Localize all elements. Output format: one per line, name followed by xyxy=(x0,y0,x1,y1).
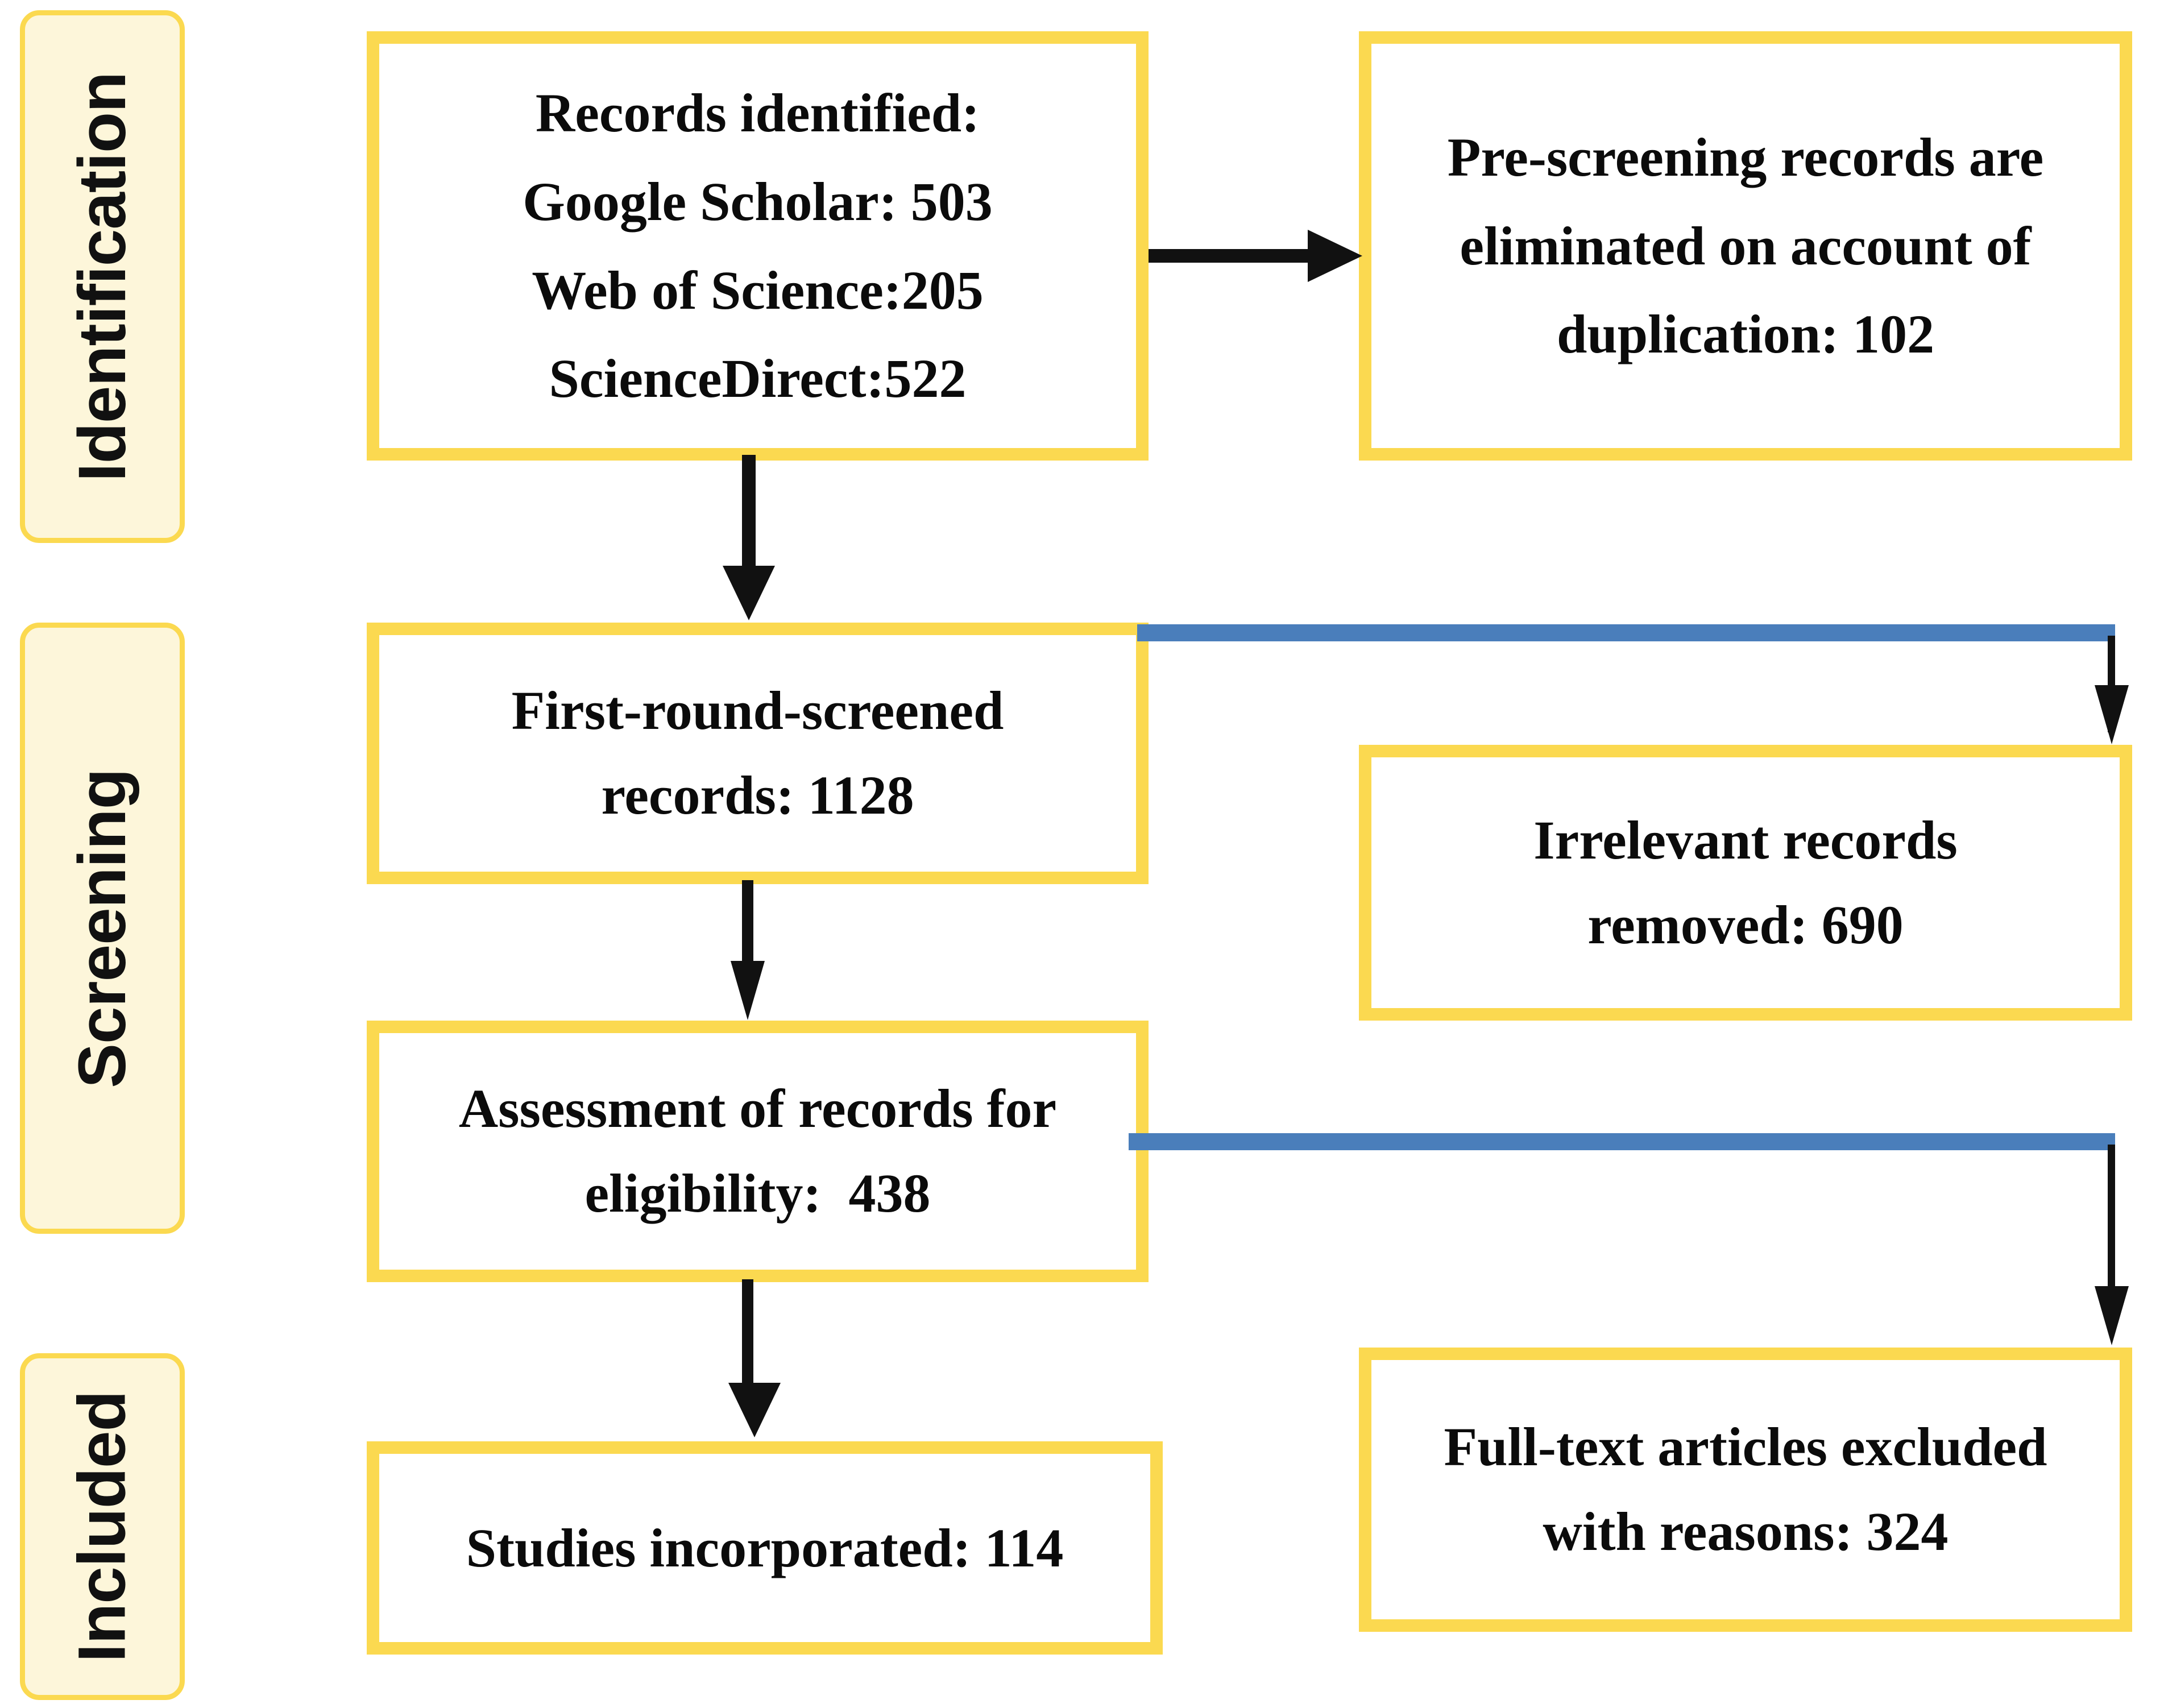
stage-identification: Identification xyxy=(20,10,185,543)
node-records-identified: Records identified: Google Scholar: 503 … xyxy=(367,31,1149,461)
connector-identified-to-screened-arrowhead xyxy=(723,566,775,620)
connector-screened-to-irrelevant-arrowhead xyxy=(2095,685,2129,744)
stage-screening-label: Screening xyxy=(65,768,140,1088)
connector-eligibility-to-fulltext-blue-segment xyxy=(1129,1133,2115,1150)
first-round-screened-line-2: records: 1128 xyxy=(601,765,914,826)
irrelevant-removed-line-2: removed: 690 xyxy=(1587,894,1904,955)
duplicates-removed-line-2: eliminated on account of xyxy=(1460,215,2032,276)
node-first-round-screened: First-round-screened records: 1128 xyxy=(367,623,1149,884)
stage-screening: Screening xyxy=(20,623,185,1234)
connector-screened-to-eligibility-line xyxy=(742,880,753,982)
node-studies-included: Studies incorporated: 114 xyxy=(367,1441,1163,1655)
connector-eligibility-to-included-arrowhead xyxy=(728,1383,781,1437)
stage-included-label: Included xyxy=(65,1391,140,1663)
fulltext-excluded-line-1: Full-text articles excluded xyxy=(1444,1416,2047,1478)
node-fulltext-excluded: Full-text articles excluded with reasons… xyxy=(1359,1348,2132,1632)
connector-eligibility-to-fulltext-arrowhead xyxy=(2095,1286,2129,1345)
connector-screened-to-eligibility-arrowhead xyxy=(731,961,765,1020)
connector-screened-to-irrelevant-blue-segment xyxy=(1137,624,2115,641)
node-duplicates-removed: Pre-screening records are eliminated on … xyxy=(1359,31,2132,461)
first-round-screened-line-1: First-round-screened xyxy=(511,680,1004,741)
irrelevant-removed-line-1: Irrelevant records xyxy=(1533,809,1958,870)
node-irrelevant-removed: Irrelevant records removed: 690 xyxy=(1359,745,2132,1021)
stage-included: Included xyxy=(20,1353,185,1700)
eligibility-assessment-line-1: Assessment of records for xyxy=(458,1078,1057,1139)
connector-identified-to-screened-line xyxy=(742,455,756,571)
records-identified-line-4: ScienceDirect:522 xyxy=(549,348,967,409)
duplicates-removed-line-3: duplication: 102 xyxy=(1556,304,1935,365)
records-identified-line-1: Records identified: xyxy=(535,82,980,144)
records-identified-line-2: Google Scholar: 503 xyxy=(523,171,993,232)
duplicates-removed-line-1: Pre-screening records are xyxy=(1447,127,2044,188)
records-identified-line-3: Web of Science:205 xyxy=(532,259,984,321)
studies-included-line-1: Studies incorporated: 114 xyxy=(466,1517,1064,1578)
connector-identified-to-duplicates-line xyxy=(1149,249,1312,263)
eligibility-assessment-line-2: eligibility: 438 xyxy=(584,1163,931,1224)
node-eligibility-assessment: Assessment of records for eligibility: 4… xyxy=(367,1021,1149,1282)
connector-eligibility-to-fulltext-vertical-segment xyxy=(2108,1145,2115,1298)
connector-eligibility-to-included-line xyxy=(742,1279,753,1393)
fulltext-excluded-line-2: with reasons: 324 xyxy=(1543,1501,1949,1562)
stage-identification-label: Identification xyxy=(65,72,140,482)
connector-identified-to-duplicates-arrowhead xyxy=(1308,230,1362,282)
